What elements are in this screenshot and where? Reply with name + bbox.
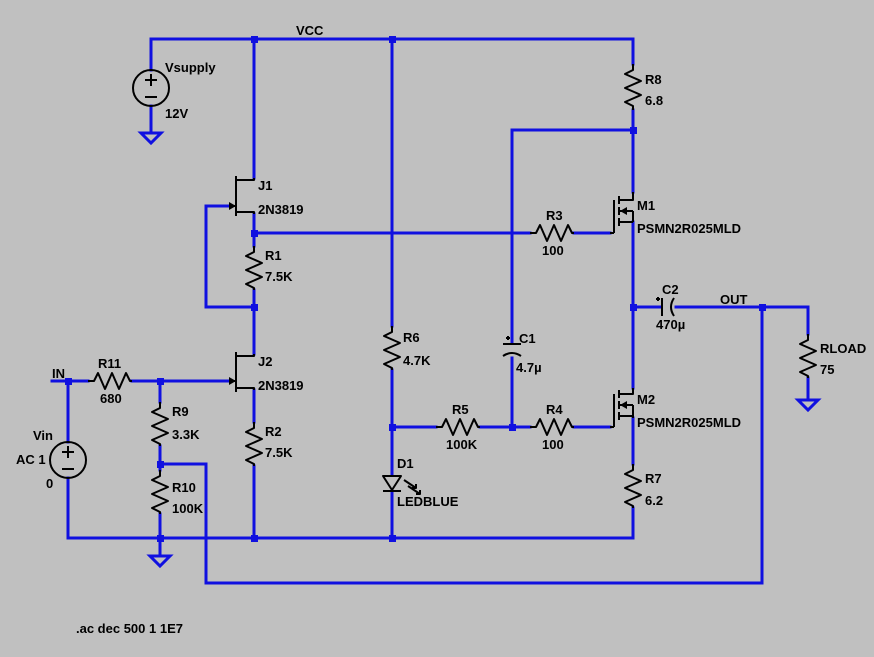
led-d1	[382, 475, 421, 495]
r10-name: R10	[172, 480, 196, 495]
resistor-r9	[151, 402, 169, 446]
resistor-r2	[245, 422, 263, 466]
r8-value: 6.8	[645, 93, 663, 108]
capacitor-c1	[502, 336, 522, 357]
junction-dot	[509, 424, 516, 431]
wire-j1-gate-loop	[204, 204, 256, 309]
r3-name: R3	[546, 208, 563, 223]
r1-value: 7.5K	[265, 269, 293, 284]
vin-value: AC 1	[16, 452, 46, 467]
r7-name: R7	[645, 471, 662, 486]
r2-name: R2	[265, 424, 282, 439]
resistor-r11	[88, 372, 132, 390]
r1-name: R1	[265, 248, 282, 263]
m1-value: PSMN2R025MLD	[637, 221, 741, 236]
net-label-out: OUT	[720, 292, 748, 307]
j1-value: 2N3819	[258, 202, 304, 217]
wire-c2-out	[674, 305, 810, 336]
net-label-vcc: VCC	[296, 23, 324, 38]
j1-name: J1	[258, 178, 272, 193]
jfet-j1	[229, 176, 255, 216]
junction-dot	[157, 461, 164, 468]
j2-value: 2N3819	[258, 378, 304, 393]
jfet-j2	[229, 352, 255, 392]
labels: VCC IN OUT Vsupply 12V Vin AC 1 0 J1 2N3…	[16, 23, 866, 636]
vin-extra: 0	[46, 476, 53, 491]
m2-value: PSMN2R025MLD	[637, 415, 741, 430]
vsupply-source	[132, 69, 170, 107]
c1-value: 4.7µ	[516, 360, 542, 375]
vsupply-value: 12V	[165, 106, 188, 121]
resistor-rload	[799, 334, 817, 378]
junction-dot	[251, 36, 258, 43]
junction-dot	[251, 304, 258, 311]
resistor-r4	[530, 418, 574, 436]
ground-symbol	[146, 554, 174, 569]
r5-name: R5	[452, 402, 469, 417]
net-label-in: IN	[52, 366, 65, 381]
resistors	[88, 64, 817, 514]
junction-dot	[389, 424, 396, 431]
r3-value: 100	[542, 243, 564, 258]
m1-name: M1	[637, 198, 655, 213]
j2-name: J2	[258, 354, 272, 369]
c2-value: 470µ	[656, 317, 685, 332]
r11-value: 680	[100, 391, 122, 406]
d1-value: LEDBLUE	[397, 494, 459, 509]
wire-feedback	[158, 305, 764, 585]
ground-symbol	[137, 131, 165, 146]
r6-value: 4.7K	[403, 353, 431, 368]
rload-value: 75	[820, 362, 834, 377]
resistor-r7	[624, 464, 642, 508]
c2-name: C2	[662, 282, 679, 297]
spice-directive: .ac dec 500 1 1E7	[76, 621, 183, 636]
r5-value: 100K	[446, 437, 478, 452]
r4-name: R4	[546, 402, 563, 417]
junction-dot	[157, 378, 164, 385]
resistor-r3	[530, 224, 574, 242]
m2-name: M2	[637, 392, 655, 407]
junction-dot	[759, 304, 766, 311]
vin-source	[49, 441, 87, 479]
junction-dot	[251, 230, 258, 237]
ground-symbol	[794, 398, 822, 413]
resistor-r6	[383, 326, 401, 370]
resistor-r8	[624, 64, 642, 110]
r9-name: R9	[172, 404, 189, 419]
junctions	[65, 36, 766, 542]
vsupply-name: Vsupply	[165, 60, 216, 75]
junction-dot	[157, 535, 164, 542]
r8-name: R8	[645, 72, 662, 87]
junction-dot	[630, 127, 637, 134]
r7-value: 6.2	[645, 493, 663, 508]
mosfet-m2	[610, 388, 634, 428]
junction-dot	[251, 535, 258, 542]
r4-value: 100	[542, 437, 564, 452]
resistor-r5	[436, 418, 480, 436]
d1-name: D1	[397, 456, 414, 471]
junction-dot	[65, 378, 72, 385]
r6-name: R6	[403, 330, 420, 345]
r9-value: 3.3K	[172, 427, 200, 442]
r10-value: 100K	[172, 501, 204, 516]
r2-value: 7.5K	[265, 445, 293, 460]
resistor-r10	[151, 470, 169, 514]
junction-dot	[389, 535, 396, 542]
mosfet-m1	[610, 192, 634, 234]
resistor-r1	[245, 246, 263, 290]
vin-name: Vin	[33, 428, 53, 443]
ground-symbols	[137, 131, 822, 569]
rload-name: RLOAD	[820, 341, 866, 356]
capacitor-c2	[656, 297, 675, 317]
c1-name: C1	[519, 331, 536, 346]
r11-name: R11	[98, 356, 121, 371]
junction-dot	[389, 36, 396, 43]
junction-dot	[630, 304, 637, 311]
